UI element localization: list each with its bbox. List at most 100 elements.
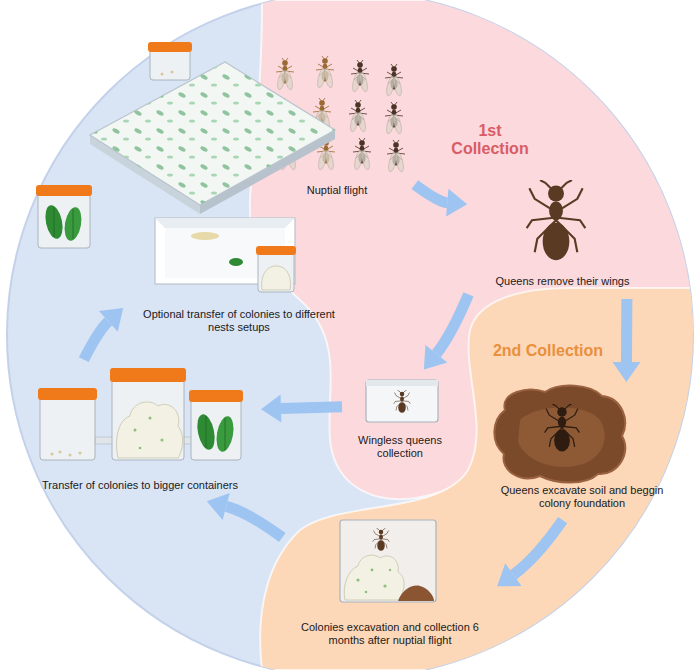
queen-box-part bbox=[366, 380, 438, 422]
nest-setups-part bbox=[262, 266, 291, 290]
connected-jars-part bbox=[112, 378, 184, 460]
stage-box: Wingless queens collection bbox=[345, 372, 455, 468]
nest-setups-part bbox=[161, 73, 164, 76]
flow-arrow bbox=[612, 299, 640, 382]
connected-jars-part bbox=[191, 398, 241, 460]
connected-jars-part bbox=[95, 437, 113, 444]
flow-arrow bbox=[84, 308, 123, 360]
connected-jars-part bbox=[134, 429, 137, 432]
nest-setups-part bbox=[229, 258, 243, 266]
colony-box-part bbox=[356, 578, 359, 581]
nest-setups bbox=[36, 42, 335, 292]
winged-ants-part bbox=[349, 100, 367, 132]
arrow-shaft bbox=[226, 506, 282, 537]
winged-ants-part bbox=[387, 140, 405, 172]
nest-setups-part bbox=[171, 71, 174, 74]
connected-jars-part bbox=[79, 452, 82, 455]
flow-arrow bbox=[261, 395, 342, 423]
winged-ants-part bbox=[351, 60, 369, 92]
colony-box-part bbox=[365, 591, 368, 594]
connected-jars-part bbox=[69, 454, 72, 457]
nest-setups-part bbox=[150, 48, 190, 80]
phase-regions bbox=[250, 0, 700, 670]
nest-setups-part bbox=[54, 207, 73, 239]
connected-jars-part bbox=[51, 453, 54, 456]
arrow-shaft bbox=[281, 407, 342, 409]
phase-heading: 2nd Collection bbox=[478, 342, 618, 360]
connected-jars-part bbox=[59, 451, 62, 454]
connected-jars-part bbox=[206, 416, 225, 450]
stage-box: Nuptial flight bbox=[262, 55, 412, 205]
flow-arrow bbox=[415, 185, 467, 217]
connected-jars-part bbox=[110, 368, 186, 382]
colony-box-part bbox=[373, 528, 390, 551]
arrow-head bbox=[261, 395, 281, 423]
nest-setups-part bbox=[256, 246, 296, 255]
winged-ants-part bbox=[276, 58, 294, 90]
connected-jars-part bbox=[38, 388, 97, 400]
queen-box-part bbox=[366, 380, 438, 386]
winged-ants-part bbox=[316, 56, 334, 88]
stage-caption: Transfer of colonies to bigger container… bbox=[22, 479, 258, 500]
arrow-head bbox=[612, 362, 640, 382]
arrow-head bbox=[497, 563, 521, 586]
flow-arrow bbox=[497, 520, 563, 586]
soil-chamber-part bbox=[494, 386, 625, 483]
colony-box-part bbox=[340, 520, 436, 602]
colony-box-part bbox=[383, 584, 386, 587]
flow-arrow bbox=[424, 294, 469, 369]
nest-setups-part bbox=[191, 232, 219, 240]
colony-box-part bbox=[389, 569, 391, 571]
colony-box-part bbox=[344, 555, 404, 600]
arrow-shaft bbox=[415, 185, 447, 203]
connected-jars-part bbox=[139, 447, 142, 450]
nest-setups-part bbox=[38, 192, 90, 248]
connected-jars-part bbox=[161, 439, 164, 442]
soil-chamber-part bbox=[545, 404, 580, 452]
stage-caption: Optional transfer of colonies to differe… bbox=[125, 308, 353, 342]
colony-box-part bbox=[371, 569, 374, 572]
stage-box: Queens remove their wings bbox=[470, 178, 655, 296]
colony-box-part bbox=[398, 586, 434, 601]
stage-caption: Wingless queens collection bbox=[345, 434, 455, 468]
arrow-shaft bbox=[436, 294, 468, 353]
nest-setups-part bbox=[36, 185, 92, 196]
nest-setups-part bbox=[90, 62, 335, 205]
nest-setups-part bbox=[258, 252, 294, 292]
soil-chamber bbox=[494, 386, 625, 483]
arrow-shaft bbox=[621, 299, 632, 362]
flow-arrow bbox=[207, 493, 282, 538]
winged-ants-part bbox=[385, 102, 403, 134]
stage-caption: Colonies excavation and collection 6 mon… bbox=[285, 621, 495, 655]
queen-box bbox=[366, 380, 438, 422]
dealate-queen bbox=[527, 180, 586, 260]
arrow-shaft bbox=[84, 321, 109, 359]
arrow-shaft bbox=[513, 520, 562, 575]
nest-setups-part bbox=[148, 42, 192, 52]
connected-jars-part bbox=[117, 402, 183, 458]
arrow-head bbox=[99, 308, 123, 332]
phase-heading: 1st Collection bbox=[440, 122, 540, 157]
dealate-queen-part bbox=[527, 180, 586, 260]
colony-box bbox=[340, 520, 436, 602]
arrow-head bbox=[424, 345, 447, 369]
connected-jars bbox=[38, 368, 243, 460]
connected-jars-part bbox=[40, 396, 95, 460]
winged-ants-part bbox=[353, 138, 371, 170]
arrow-head bbox=[446, 189, 467, 217]
winged-ants-part bbox=[385, 64, 403, 96]
connected-jars-part bbox=[149, 417, 152, 420]
nest-setups-part bbox=[155, 218, 295, 228]
second-collection-region bbox=[260, 288, 700, 670]
stage-caption: Queens remove their wings bbox=[470, 275, 655, 296]
stage-box: Colonies excavation and collection 6 mon… bbox=[285, 515, 495, 655]
stage-box: Optional transfer of colonies to differe… bbox=[125, 40, 353, 342]
queen-box-part bbox=[394, 390, 411, 413]
arrow-head bbox=[207, 493, 230, 520]
stage-caption: Queens excavate soil and beggin colony f… bbox=[482, 484, 682, 518]
stage-caption: Nuptial flight bbox=[262, 184, 412, 205]
nest-setups-part bbox=[90, 62, 335, 205]
